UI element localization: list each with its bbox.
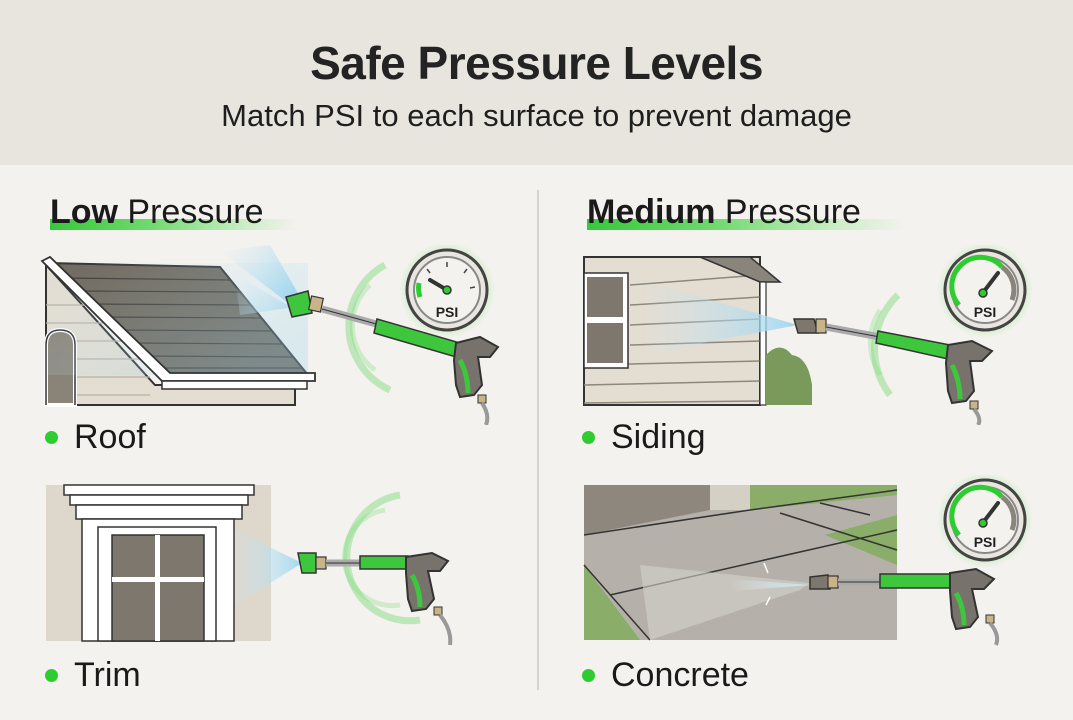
item-label-roof: Roof [45,418,146,457]
item-label-concrete: Concrete [582,656,749,695]
svg-text:PSI: PSI [436,304,459,320]
heading-highlight [587,219,905,230]
column-divider [537,190,539,690]
svg-text:PSI: PSI [974,304,997,320]
heading-bold-word: Medium [587,193,716,231]
item-label-text: Roof [74,418,146,456]
roof-illustration: PSI [40,245,500,425]
header-band: Safe Pressure Levels Match PSI to each s… [0,0,1073,165]
heading-rest: Pressure [715,193,861,231]
heading-bold-word: Low [50,193,118,231]
page-subtitle: Match PSI to each surface to prevent dam… [221,98,852,133]
heading-highlight [50,219,298,230]
page-title: Safe Pressure Levels [310,37,763,89]
svg-text:PSI: PSI [974,534,997,550]
bullet-dot [582,431,595,444]
section-heading-low-pressure: Low Pressure [50,193,298,232]
item-label-text: Trim [74,656,141,694]
item-label-siding: Siding [582,418,706,457]
bullet-dot [582,669,595,682]
siding-illustration: PSI [583,245,1033,425]
bullet-dot [45,669,58,682]
concrete-illustration: PSI [583,475,1033,646]
heading-rest: Pressure [117,193,264,231]
item-label-trim: Trim [45,656,141,695]
trim-illustration [46,484,453,646]
section-heading-medium-pressure: Medium Pressure [587,193,905,232]
item-label-text: Siding [611,418,706,456]
bullet-dot [45,431,58,444]
item-label-text: Concrete [611,656,749,694]
